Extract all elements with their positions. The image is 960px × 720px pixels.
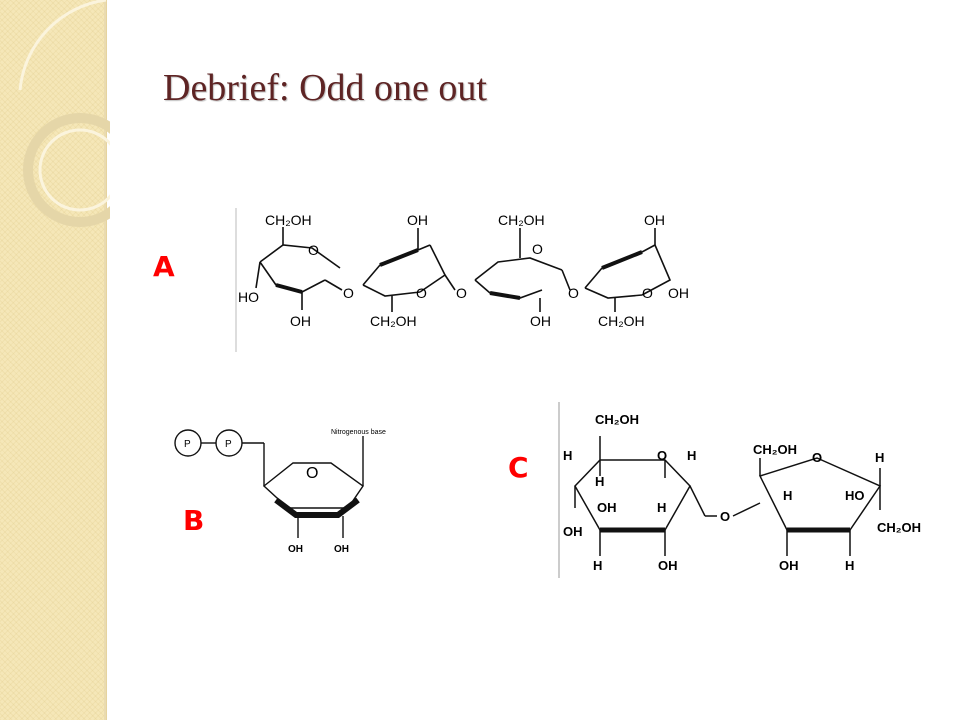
a-ch2oh-1: CH₂OH xyxy=(265,212,312,228)
a-oh-1: OH xyxy=(290,313,311,329)
c-h-5: H xyxy=(593,558,602,573)
c-ring-o-2: O xyxy=(812,450,822,465)
a-ring-o-2: O xyxy=(416,285,427,301)
a-link-o-1: O xyxy=(343,285,354,301)
b-oh-2: OH xyxy=(334,544,349,555)
c-h-6: H xyxy=(875,450,884,465)
a-link-o-3: O xyxy=(568,285,579,301)
c-link-o: O xyxy=(720,509,730,524)
c-oh-4: OH xyxy=(779,558,799,573)
a-oh-5: OH xyxy=(668,285,689,301)
c-oh-3: OH xyxy=(658,558,678,573)
c-oh-2: OH xyxy=(597,500,617,515)
b-phosphate-1: P xyxy=(184,439,191,450)
a-oh-3: OH xyxy=(530,313,551,329)
c-ring-o-1: O xyxy=(657,448,667,463)
molecule-c-diagram: CH₂OH H H O H OH OH H H OH O CH₂OH O H H… xyxy=(558,402,921,578)
a-ch2oh-3: CH₂OH xyxy=(498,212,545,228)
label-c: C xyxy=(508,451,529,484)
c-h-2: H xyxy=(595,474,604,489)
a-oh-4: OH xyxy=(644,212,665,228)
a-ch2oh-2: CH₂OH xyxy=(370,313,417,329)
a-oh-2: OH xyxy=(407,212,428,228)
c-ch2oh-1: CH₂OH xyxy=(595,412,639,427)
a-ho: HO xyxy=(238,289,259,305)
c-h-4: H xyxy=(657,500,666,515)
a-ring-o-1: O xyxy=(308,242,319,258)
b-nitrogenous-base: Nitrogenous base xyxy=(331,429,386,436)
b-ring-o: O xyxy=(306,465,318,482)
b-oh-1: OH xyxy=(288,544,303,555)
slide-title: Debrief: Odd one out xyxy=(163,67,487,109)
label-b: B xyxy=(183,504,205,537)
c-ho: HO xyxy=(845,488,865,503)
c-ch2oh-3: CH₂OH xyxy=(877,520,921,535)
molecule-a-diagram: CH₂OH O HO OH O OH O CH₂OH O CH₂OH O OH … xyxy=(235,208,689,352)
a-link-o-2: O xyxy=(456,285,467,301)
c-h-7: H xyxy=(783,488,792,503)
label-a: A xyxy=(153,250,175,283)
c-h-3: H xyxy=(687,448,696,463)
a-ring-o-3: O xyxy=(532,241,543,257)
c-oh-1: OH xyxy=(563,524,583,539)
c-h-8: H xyxy=(845,558,854,573)
a-ring-o-4: O xyxy=(642,285,653,301)
decorative-circles xyxy=(18,0,110,227)
c-ch2oh-2: CH₂OH xyxy=(753,442,797,457)
c-h-1: H xyxy=(563,448,572,463)
b-phosphate-2: P xyxy=(225,439,232,450)
strip-edge xyxy=(104,0,106,720)
molecule-b-diagram: P P Nitrogenous base O OH OH xyxy=(174,429,386,555)
a-ch2oh-4: CH₂OH xyxy=(598,313,645,329)
